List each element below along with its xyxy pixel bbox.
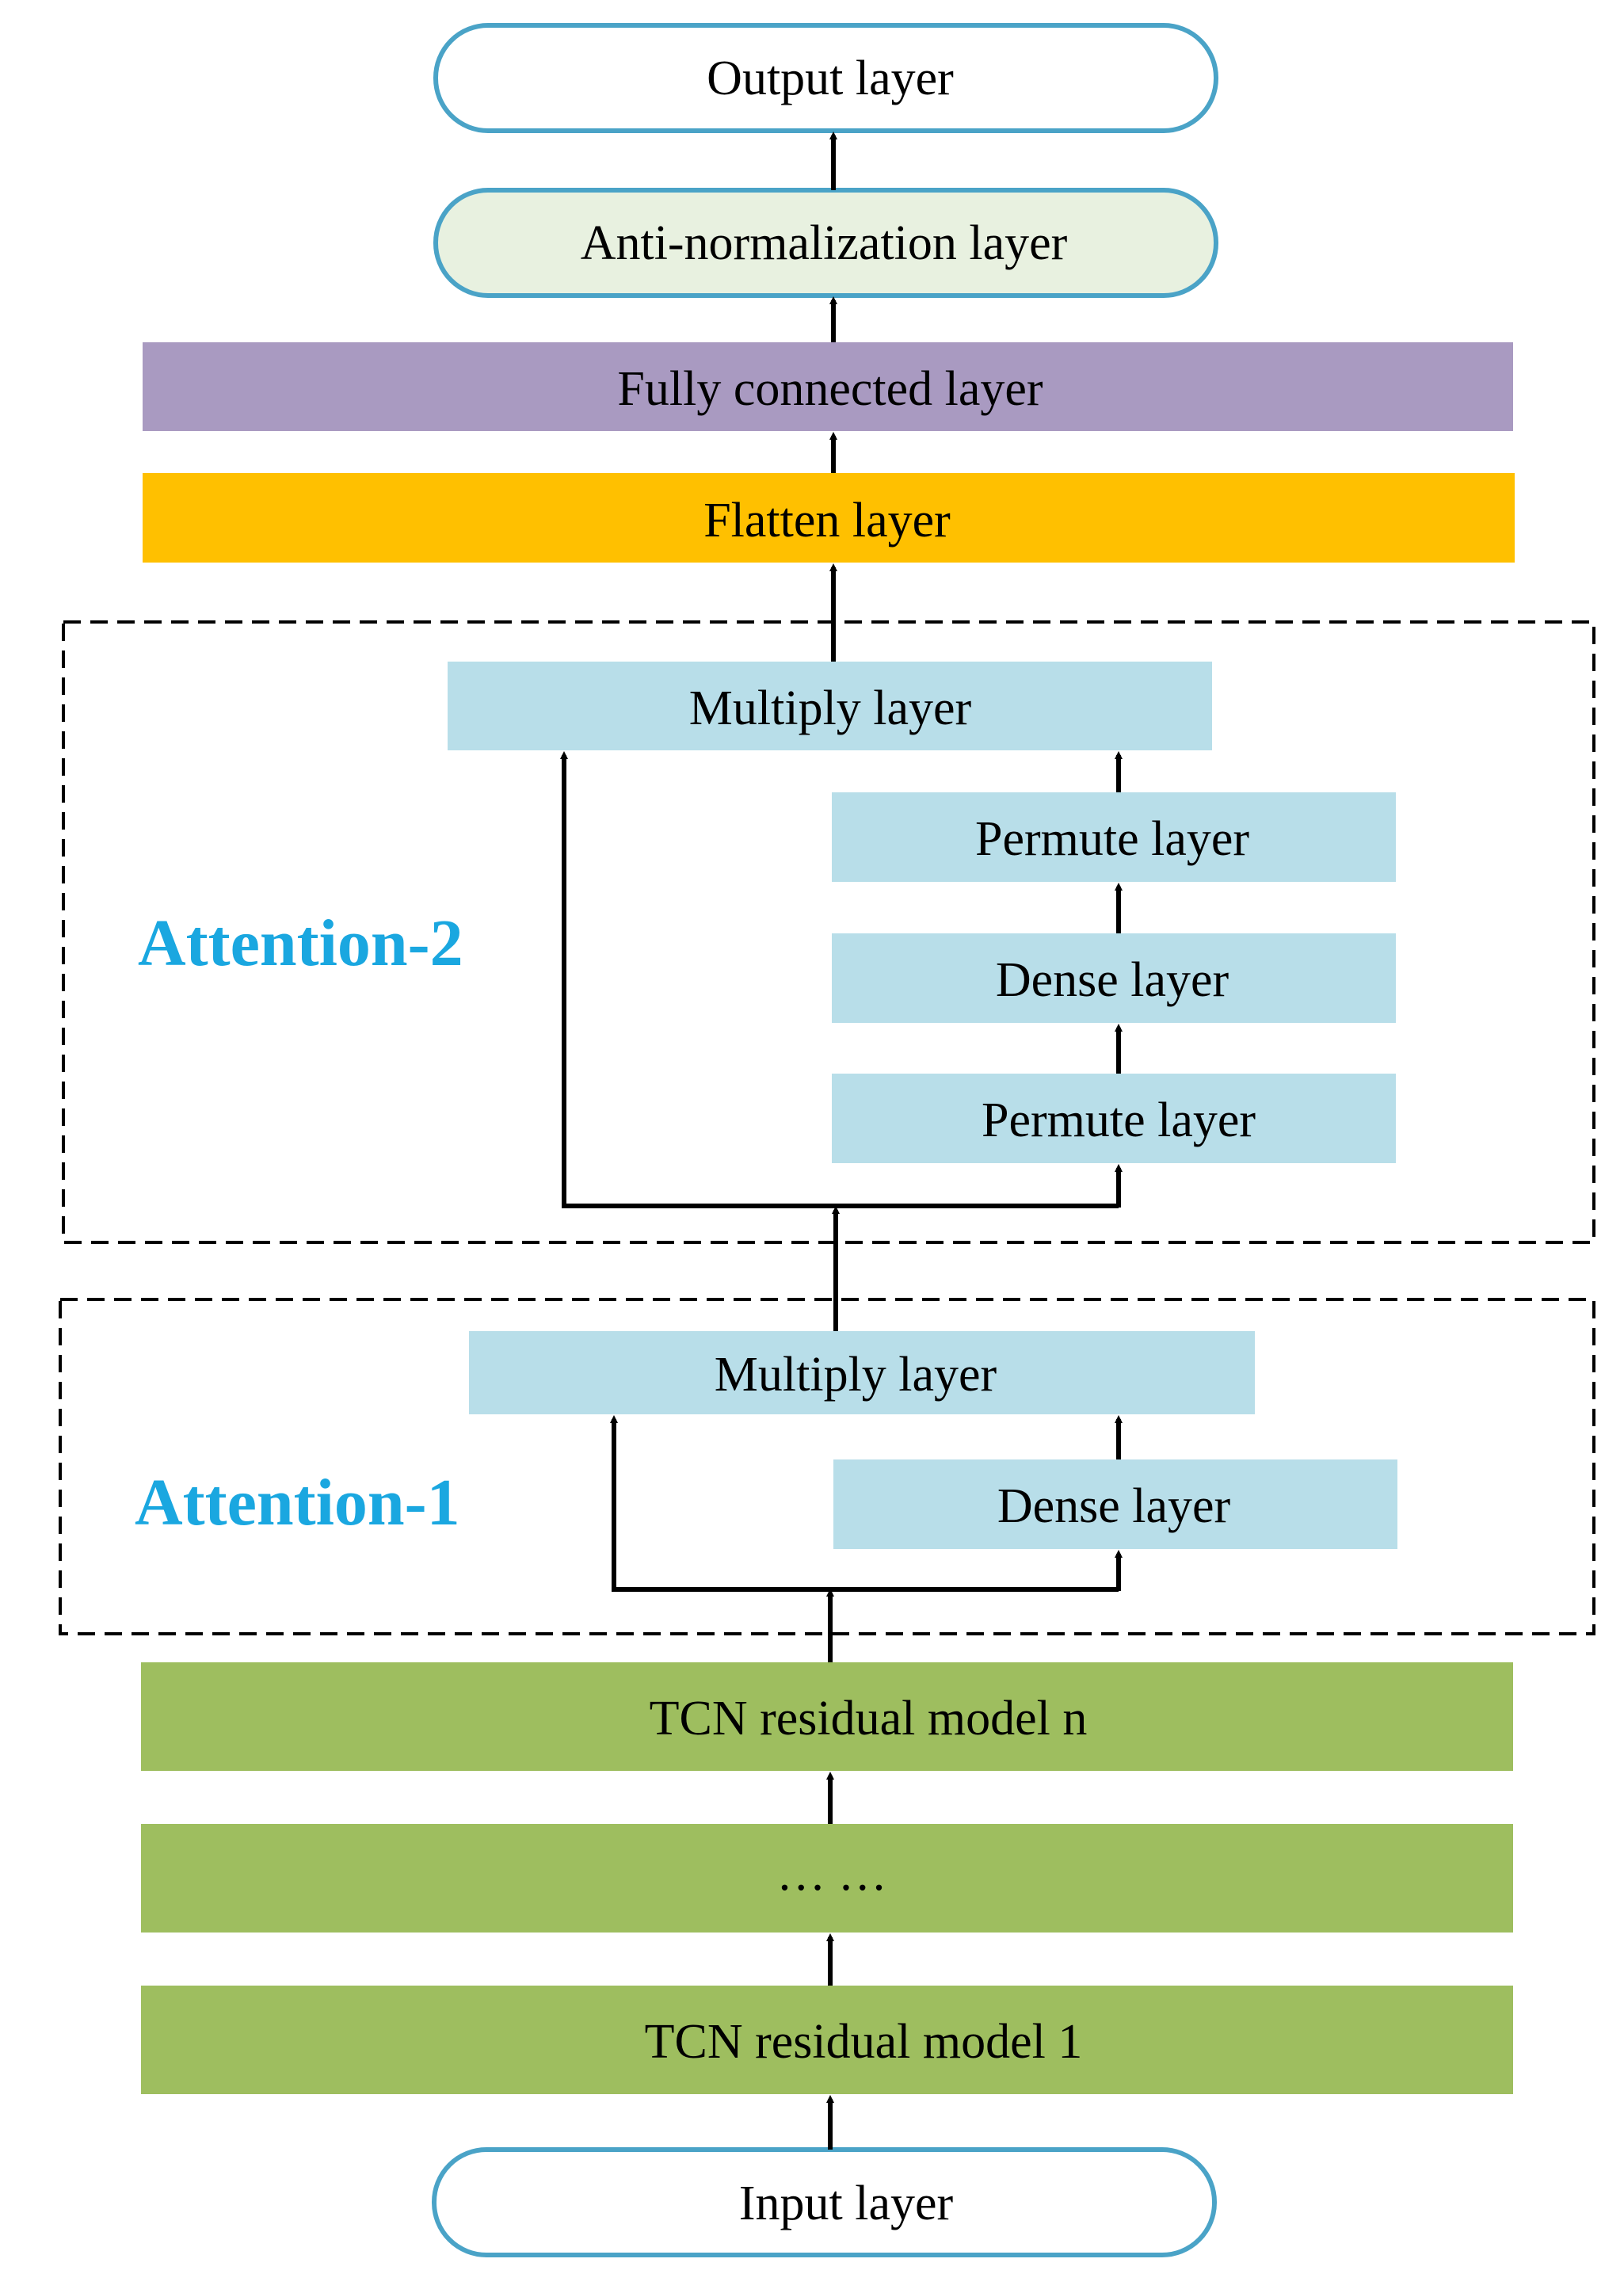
flatten-layer-node (143, 473, 1515, 563)
output-layer-node (433, 23, 1218, 133)
attention-1-label: Attention-1 (135, 1466, 460, 1540)
permute-layer-top-label: Permute layer (975, 812, 1249, 866)
dense-layer-1-label: Dense layer (997, 1479, 1231, 1533)
fully-connected-layer-node (143, 342, 1513, 431)
multiply-layer-2-node (448, 662, 1212, 750)
arrow-split2-to-multiply2 (560, 751, 1119, 1208)
input-layer-label: Input layer (739, 2177, 954, 2230)
input-layer-node (432, 2147, 1217, 2257)
permute-layer-bottom-node (832, 1074, 1396, 1163)
tcn-residual-model-1-node (141, 1986, 1513, 2094)
arrows (560, 132, 1123, 2150)
tcn-residual-model-n-label: TCN residual model n (650, 1692, 1088, 1746)
multiply-layer-1-node (469, 1331, 1255, 1414)
dense-layer-2-node (832, 933, 1396, 1023)
tcn-ellipsis-label: … … (776, 1847, 887, 1901)
anti-normalization-layer-node (433, 188, 1218, 298)
arrow-split1-to-multiply1 (610, 1415, 1119, 1592)
dense-layer-1-node (833, 1459, 1397, 1549)
flatten-layer-label: Flatten layer (703, 494, 951, 548)
attention-1-group-box (59, 1298, 1595, 1635)
permute-layer-bottom-label: Permute layer (982, 1093, 1256, 1147)
tcn-residual-model-n-node (141, 1662, 1513, 1771)
attention-2-label: Attention-2 (138, 906, 463, 980)
attention-2-group-box (62, 620, 1595, 1244)
multiply-layer-2-label: Multiply layer (689, 681, 972, 735)
multiply-layer-1-label: Multiply layer (715, 1348, 997, 1402)
dense-layer-2-label: Dense layer (996, 953, 1229, 1007)
tcn-residual-model-1-label: TCN residual model 1 (645, 2015, 1083, 2069)
permute-layer-top-node (832, 792, 1396, 882)
tcn-ellipsis-node (141, 1824, 1513, 1933)
anti-normalization-layer-label: Anti-normalization layer (581, 216, 1068, 270)
fully-connected-layer-label: Fully connected layer (617, 362, 1043, 416)
output-layer-label: Output layer (707, 52, 954, 105)
